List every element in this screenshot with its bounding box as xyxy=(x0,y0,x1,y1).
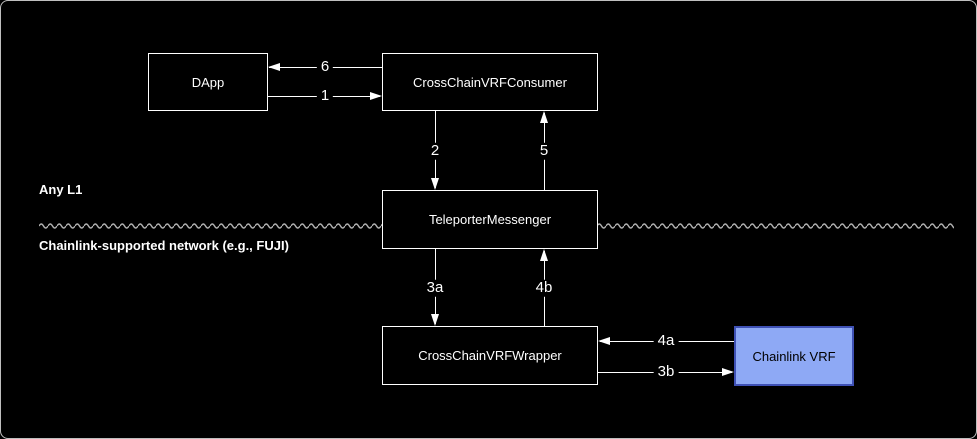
edge-5-arrowhead-icon xyxy=(539,111,548,123)
edge-3b-arrowhead-icon xyxy=(722,367,734,376)
edge-label-4b: 4b xyxy=(531,279,557,297)
node-teleportermessenger: TeleporterMessenger xyxy=(382,190,598,249)
region-label-chainlink-network: Chainlink-supported network (e.g., FUJI) xyxy=(39,238,289,253)
edge-6-arrowhead-icon xyxy=(268,62,280,71)
edge-label-3a: 3a xyxy=(422,279,448,297)
node-dapp-label: DApp xyxy=(191,74,225,90)
node-crosschainvrfconsumer-label: CrossChainVRFConsumer xyxy=(413,74,567,90)
region-label-any-l1: Any L1 xyxy=(39,182,83,197)
edge-2-arrowhead-icon xyxy=(430,178,439,190)
node-dapp: DApp xyxy=(148,53,268,111)
node-crosschainvrfconsumer: CrossChainVRFConsumer xyxy=(382,53,598,111)
edge-4b-arrowhead-icon xyxy=(539,249,548,261)
edge-label-3b: 3b xyxy=(653,363,679,381)
edge-label-5: 5 xyxy=(535,142,553,160)
node-chainlink-vrf: Chainlink VRF xyxy=(734,326,854,386)
edge-label-4a: 4a xyxy=(653,332,679,350)
edge-1-arrowhead-icon xyxy=(370,91,382,100)
edge-label-2: 2 xyxy=(426,142,444,160)
edge-3a-arrowhead-icon xyxy=(430,314,439,326)
edge-label-6: 6 xyxy=(316,58,334,76)
node-crosschainvrfwrapper-label: CrossChainVRFWrapper xyxy=(418,348,562,363)
edge-label-1: 1 xyxy=(316,87,334,105)
node-crosschainvrfwrapper: CrossChainVRFWrapper xyxy=(382,326,598,385)
edge-4a-arrowhead-icon xyxy=(598,336,610,345)
node-teleportermessenger-label: TeleporterMessenger xyxy=(428,212,552,227)
node-chainlink-vrf-label: Chainlink VRF xyxy=(752,348,836,364)
